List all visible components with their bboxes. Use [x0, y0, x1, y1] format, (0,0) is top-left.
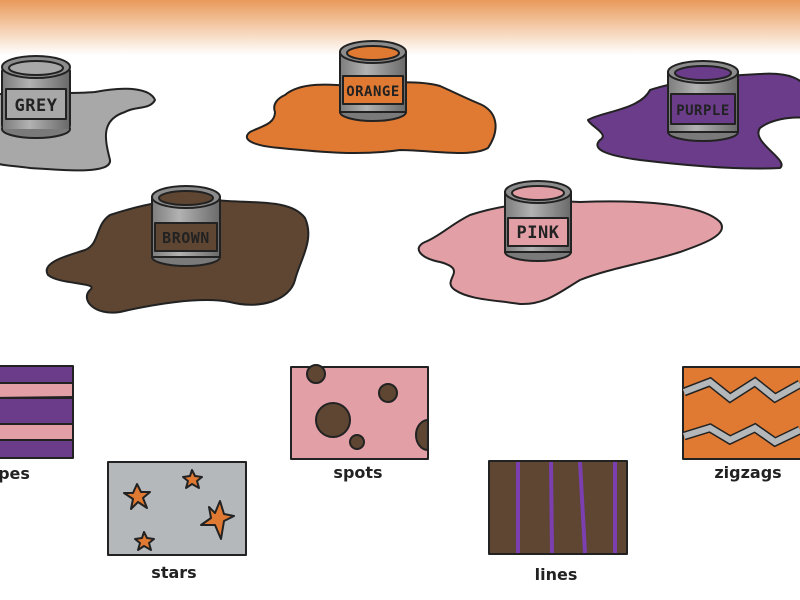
purple-paint-can[interactable]: PURPLE [667, 60, 739, 142]
lines-swatch[interactable] [488, 460, 628, 555]
can-label: GREY [15, 96, 58, 116]
pink-paint-can[interactable]: PINK [504, 180, 572, 262]
stripes-swatch[interactable] [0, 365, 74, 459]
can-label: ORANGE [346, 84, 400, 100]
zigzags-label: zigzags [714, 463, 781, 482]
can-label: PURPLE [676, 103, 730, 119]
stars-swatch[interactable] [107, 461, 247, 556]
spots-swatch[interactable] [290, 364, 429, 460]
stripes-label: pes [0, 464, 30, 483]
orange-paint-can[interactable]: ORANGE [339, 40, 407, 122]
spots-label: spots [333, 463, 382, 482]
can-label: BROWN [162, 229, 210, 247]
lines-label: lines [535, 565, 578, 584]
grey-paint-can[interactable]: GREY [1, 55, 71, 139]
brown-paint-can[interactable]: BROWN [151, 185, 221, 267]
zigzags-swatch[interactable] [682, 366, 800, 460]
can-label: PINK [517, 223, 560, 243]
stars-label: stars [151, 563, 196, 582]
